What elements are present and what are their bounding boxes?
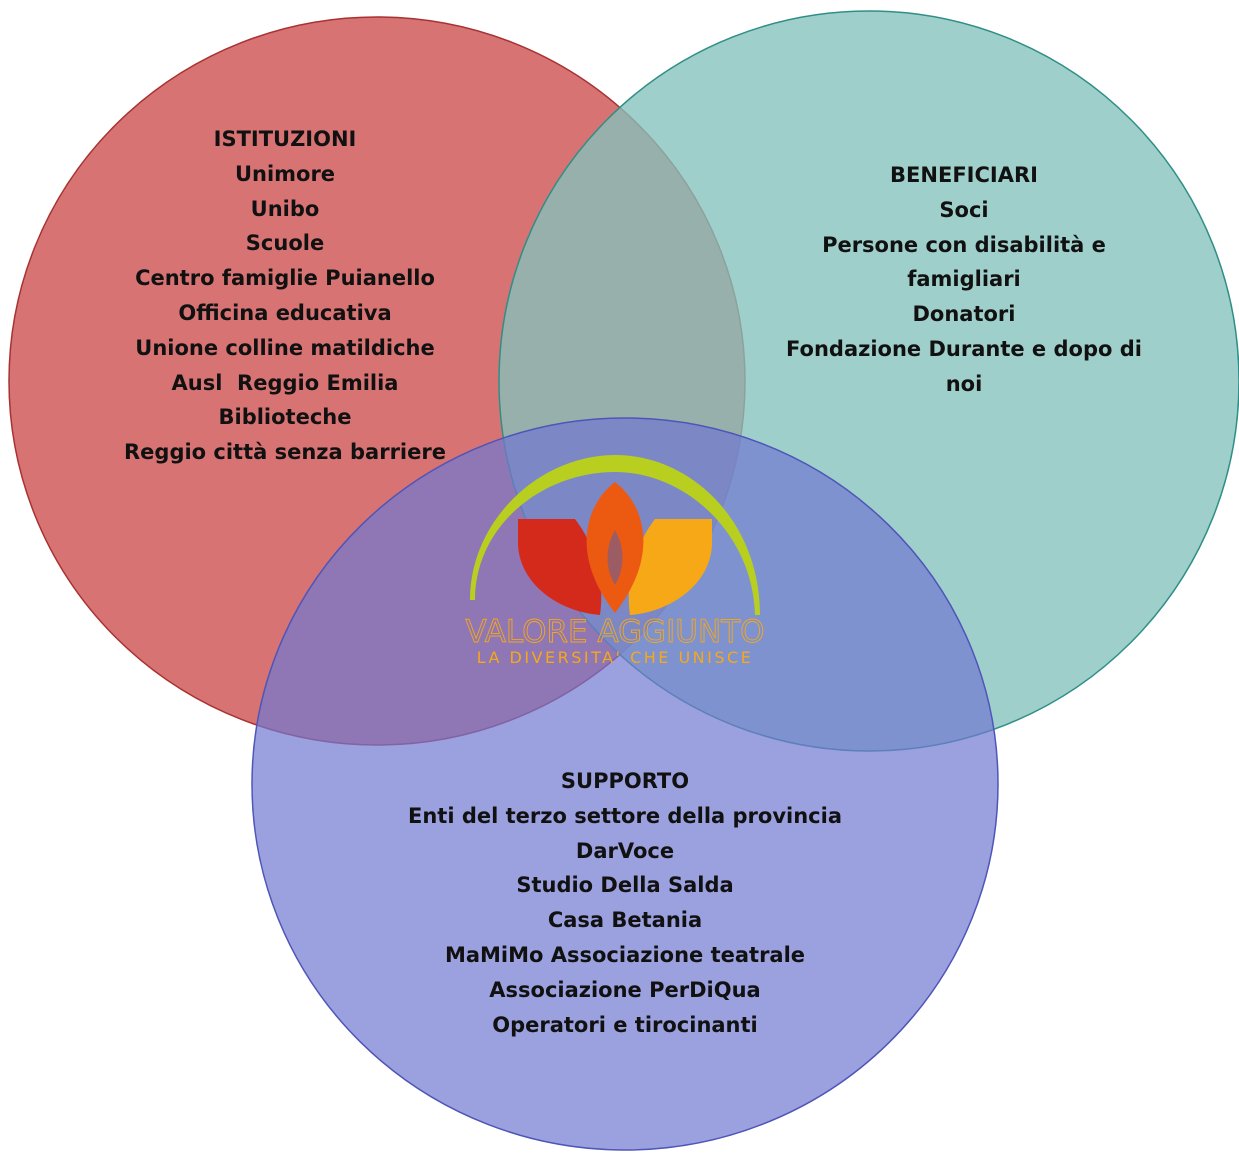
logo-tagline: LA DIVERSITA' CHE UNISCE bbox=[477, 648, 754, 667]
supporto-item: Studio Della Salda bbox=[516, 873, 734, 898]
beneficiari-item: Persone con disabilità e bbox=[822, 232, 1106, 257]
supporto-title: SUPPORTO bbox=[560, 769, 690, 793]
beneficiari-item: famigliari bbox=[907, 267, 1021, 292]
supporto-item: Associazione PerDiQua bbox=[489, 977, 761, 1002]
supporto-item: DarVoce bbox=[575, 838, 675, 863]
beneficiari-item: Donatori bbox=[912, 302, 1016, 327]
beneficiari-title: BENEFICIARI bbox=[890, 163, 1038, 187]
istituzioni-item: Centro famiglie Puianello bbox=[135, 266, 435, 291]
istituzioni-item: Biblioteche bbox=[218, 405, 352, 430]
beneficiari-item: noi bbox=[945, 371, 983, 396]
logo-petal-center-inner bbox=[607, 530, 623, 585]
logo-petal-left bbox=[518, 519, 602, 615]
supporto-group: SUPPORTO Enti del terzo settore della pr… bbox=[380, 764, 870, 1042]
logo: VALORE AGGIUNTO LA DIVERSITA' CHE UNISCE bbox=[465, 455, 765, 667]
istituzioni-item: Reggio città senza barriere bbox=[124, 440, 446, 465]
supporto-item: Casa Betania bbox=[547, 908, 703, 933]
istituzioni-item: Scuole bbox=[245, 231, 325, 256]
istituzioni-item: Ausl Reggio Emilia bbox=[171, 370, 399, 395]
beneficiari-item: Fondazione Durante e dopo di bbox=[786, 336, 1142, 361]
supporto-item: Enti del terzo settore della provincia bbox=[407, 803, 842, 828]
istituzioni-item: Officina educativa bbox=[178, 300, 392, 325]
istituzioni-group: ISTITUZIONI Unimore Unibo Scuole Centro … bbox=[95, 122, 475, 470]
supporto-item: Operatori e tirocinanti bbox=[492, 1012, 758, 1037]
logo-petal-right bbox=[628, 519, 712, 615]
istituzioni-item: Unione colline matildiche bbox=[135, 335, 435, 360]
supporto-item: MaMiMo Associazione teatrale bbox=[444, 942, 806, 967]
beneficiari-item: Soci bbox=[939, 197, 989, 222]
circle-supporto bbox=[251, 417, 999, 1151]
istituzioni-item: Unimore bbox=[234, 161, 336, 186]
logo-name: VALORE AGGIUNTO bbox=[465, 614, 764, 650]
istituzioni-title: ISTITUZIONI bbox=[213, 127, 357, 151]
beneficiari-group: BENEFICIARI Soci Persone con disabilità … bbox=[772, 158, 1156, 402]
istituzioni-item: Unibo bbox=[250, 196, 320, 221]
